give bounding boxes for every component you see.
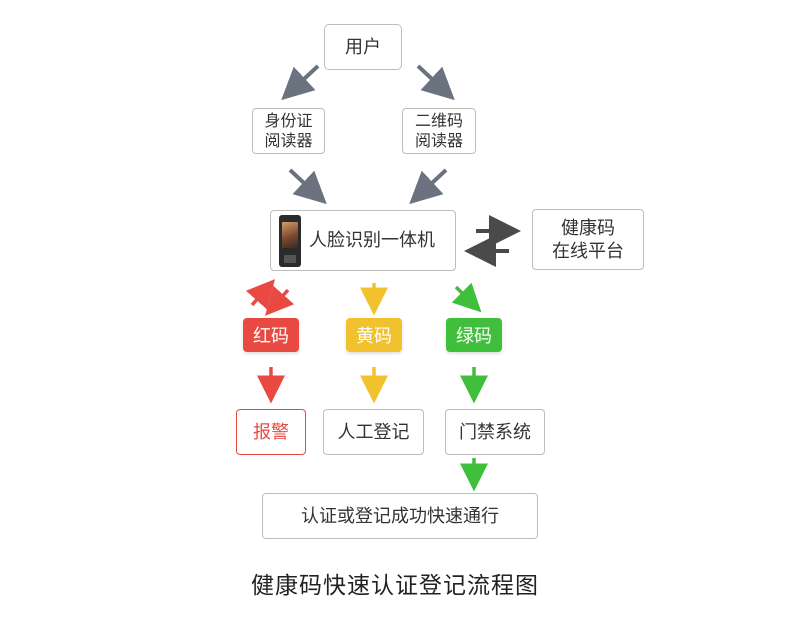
arrow-red-down <box>265 285 295 316</box>
alarm-node: 报警 <box>236 409 306 455</box>
access-control-node: 门禁系统 <box>445 409 545 455</box>
user-label: 用户 <box>345 36 381 58</box>
user-node: 用户 <box>324 24 402 70</box>
face-terminal-node: 人脸识别一体机 <box>270 210 456 271</box>
arrow-terminal-to-green <box>451 282 482 313</box>
manual-register-node: 人工登记 <box>323 409 424 455</box>
id-card-reader-line2: 阅读器 <box>264 131 313 150</box>
final-pass-node: 认证或登记成功快速通行 <box>262 493 538 539</box>
arrow-red-up <box>245 279 275 310</box>
arrow-user-to-id-reader <box>281 64 320 101</box>
health-platform-line1: 健康码 <box>561 217 615 239</box>
red-code-label: 红码 <box>253 326 289 347</box>
red-code-badge: 红码 <box>243 318 299 352</box>
health-platform-line2: 在线平台 <box>552 240 624 262</box>
qr-code-reader-line1: 二维码 <box>414 111 463 130</box>
health-platform-node: 健康码 在线平台 <box>532 209 644 270</box>
yellow-code-label: 黄码 <box>356 326 392 347</box>
access-control-label: 门禁系统 <box>459 421 531 443</box>
id-card-reader-line1: 身份证 <box>264 111 313 130</box>
manual-register-label: 人工登记 <box>337 421 410 443</box>
yellow-code-badge: 黄码 <box>346 318 402 352</box>
alarm-label: 报警 <box>253 421 289 443</box>
face-terminal-label: 人脸识别一体机 <box>309 230 435 251</box>
green-code-label: 绿码 <box>456 326 492 347</box>
qr-code-reader-line2: 阅读器 <box>414 131 463 150</box>
arrow-user-to-qr-reader <box>416 64 455 101</box>
face-recognition-device-icon <box>279 214 301 267</box>
diagram-caption: 健康码快速认证登记流程图 <box>251 573 539 599</box>
green-code-badge: 绿码 <box>446 318 502 352</box>
arrow-id-reader-to-terminal <box>288 168 327 205</box>
id-card-reader-node: 身份证 阅读器 <box>252 108 325 154</box>
arrow-qr-reader-to-terminal <box>409 168 448 205</box>
final-pass-label: 认证或登记成功快速通行 <box>301 505 499 527</box>
qr-code-reader-node: 二维码 阅读器 <box>402 108 476 154</box>
